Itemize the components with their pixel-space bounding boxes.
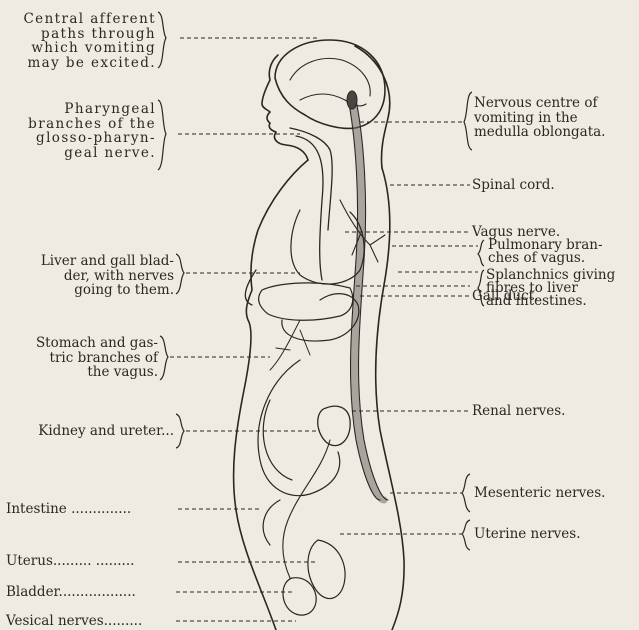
brace-nervous-centre — [464, 92, 472, 150]
brace-central-afferent — [158, 12, 166, 68]
face-profile — [262, 55, 308, 160]
liver-outline — [259, 283, 353, 320]
brace-pharyngeal — [158, 100, 166, 170]
label-uterus: Uterus......... ......... — [6, 554, 176, 569]
intestine-outline — [258, 360, 340, 545]
label-liver-and-gall-bladder: Liver and gall blad- der, with nerves go… — [6, 254, 174, 298]
label-uterine-nerves: Uterine nerves. — [474, 527, 624, 542]
ureter — [283, 440, 330, 578]
brace-mesenteric — [462, 474, 470, 512]
label-pharyngeal-branches: Pharyngeal branches of the glosso-pharyn… — [8, 102, 156, 160]
label-vesical-nerves: Vesical nerves......... — [6, 614, 176, 629]
label-mesenteric-nerves: Mesenteric nerves. — [474, 486, 634, 501]
spinal-cord-band — [352, 100, 384, 500]
brace-liver — [176, 254, 184, 294]
label-central-afferent-paths: Central afferent paths through which vom… — [10, 12, 156, 70]
brace-kidney — [176, 414, 184, 448]
bladder-outline — [283, 578, 316, 615]
brain-convolutions — [290, 58, 370, 105]
gastric-branches — [270, 320, 310, 370]
label-renal-nerves: Renal nerves. — [472, 404, 612, 419]
brace-stomach — [160, 336, 168, 380]
medulla-oblongata — [347, 91, 357, 109]
label-bladder: Bladder.................. — [6, 585, 176, 600]
oesophagus — [296, 136, 323, 280]
lung-outline — [291, 210, 364, 284]
label-kidney-and-ureter: Kidney and ureter... — [6, 424, 174, 439]
kidney-outline — [318, 406, 350, 445]
label-intestine: Intestine .............. — [6, 502, 176, 517]
brace-pulmonary — [478, 240, 484, 266]
label-spinal-cord: Spinal cord. — [472, 178, 592, 193]
brace-uterine — [462, 520, 470, 550]
label-pulmonary-branches: Pulmonary bran- ches of vagus. — [488, 239, 634, 265]
label-nervous-centre-of-vomiting: Nervous centre of vomiting in the medull… — [474, 96, 636, 140]
front-torso — [234, 160, 308, 630]
label-stomach-gastric-branches: Stomach and gas- tric branches of the va… — [4, 336, 158, 380]
label-gall-duct: Gall duct. — [472, 289, 592, 304]
back-outline — [376, 168, 404, 630]
